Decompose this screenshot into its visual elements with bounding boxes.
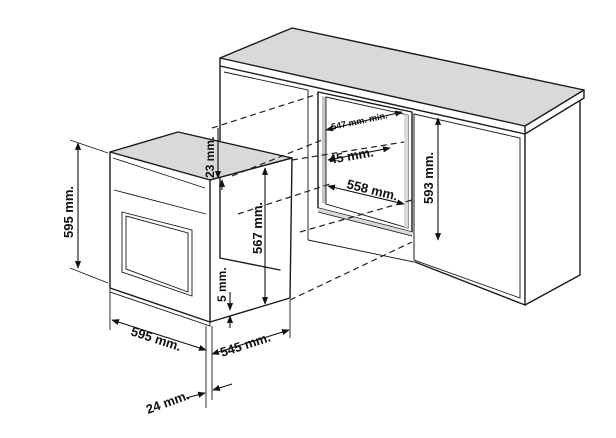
label-niche-depth-min: 547 mm. min. [330, 110, 388, 132]
label-niche-width: 558 mm. [345, 176, 399, 203]
dimension-lines [69, 110, 442, 408]
kitchen-cabinet [219, 27, 585, 306]
label-back-gap: 45 mm. [328, 144, 375, 167]
label-oven-width: 595 mm. [129, 324, 183, 354]
label-bottom-gap: 5 mm. [215, 267, 229, 302]
label-oven-height: 595 mm. [61, 186, 76, 238]
label-oven-depth: 545 mm. [218, 330, 272, 360]
label-cavity-height: 567 mm. [250, 202, 265, 254]
label-niche-height: 593 mm. [421, 152, 436, 204]
projection-lines [211, 93, 413, 301]
label-front-thickness: 24 mm. [144, 387, 191, 416]
label-top-gap: 23 mm. [203, 137, 217, 178]
